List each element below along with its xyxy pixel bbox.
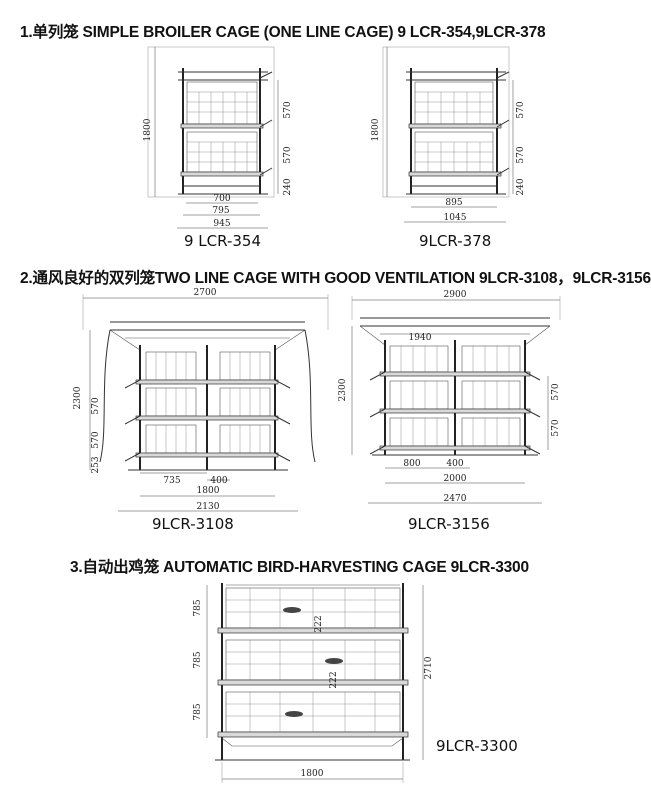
drawing-9lcr-3156: 2900 1940 2300 5 bbox=[338, 290, 561, 504]
dim-tier1-570: 570 bbox=[551, 383, 561, 400]
dim-height-1800: 1800 bbox=[371, 118, 381, 141]
dim-height-2710: 2710 bbox=[424, 656, 434, 679]
section-2-heading: 2.通风良好的双列笼TWO LINE CAGE WITH GOOD VENTIL… bbox=[20, 270, 651, 287]
dim-tier2-570: 570 bbox=[551, 419, 561, 436]
caption-9lcr-3300: 9LCR-3300 bbox=[436, 737, 518, 755]
section-3-heading: 3.自动出鸡笼 AUTOMATIC BIRD-HARVESTING CAGE 9… bbox=[70, 559, 529, 576]
drawing-9lcr-378: 1800 570 570 240 895 1045 bbox=[371, 46, 526, 223]
dim-735: 735 bbox=[163, 476, 180, 486]
drawing-9lcr-354: 1800 570 570 240 700 795 945 bbox=[143, 46, 293, 229]
dim-tier2-570: 570 bbox=[516, 146, 526, 163]
caption-9lcr-3108: 9LCR-3108 bbox=[152, 515, 234, 533]
dim-400: 400 bbox=[210, 476, 227, 486]
dim-2130: 2130 bbox=[197, 502, 220, 512]
dim-tier1-785: 785 bbox=[193, 599, 203, 616]
caption-9lcr-354: 9 LCR-354 bbox=[184, 232, 261, 250]
dim-tier2-785: 785 bbox=[193, 651, 203, 668]
dim-base-240: 240 bbox=[283, 178, 293, 195]
dim-base-240: 240 bbox=[516, 178, 526, 195]
dim-tier1-570: 570 bbox=[91, 397, 101, 414]
dim-inner-222-a: 222 bbox=[314, 615, 324, 632]
dim-2470: 2470 bbox=[444, 494, 467, 504]
dim-width-1045: 1045 bbox=[444, 213, 467, 223]
dim-width-945: 945 bbox=[213, 219, 230, 229]
dim-800: 800 bbox=[403, 459, 420, 469]
drawing-9lcr-3108: 2700 bbox=[73, 288, 329, 512]
dim-width-1800: 1800 bbox=[301, 769, 324, 779]
dim-base-253: 253 bbox=[91, 456, 101, 473]
dim-width-895: 895 bbox=[445, 198, 462, 208]
dim-top-2900: 2900 bbox=[444, 290, 467, 300]
dim-tier1-570: 570 bbox=[283, 101, 293, 118]
dim-tier2-570: 570 bbox=[91, 431, 101, 448]
dim-tier2-570: 570 bbox=[283, 146, 293, 163]
dim-2000: 2000 bbox=[444, 474, 467, 484]
dim-tier1-570: 570 bbox=[516, 101, 526, 118]
dim-tier3-785: 785 bbox=[193, 703, 203, 720]
dim-inner-222-b: 222 bbox=[329, 671, 339, 688]
dim-width-795: 795 bbox=[212, 206, 229, 216]
dim-inner-1940: 1940 bbox=[409, 333, 432, 343]
drawing-9lcr-3300: 785 785 785 222 222 2710 1800 bbox=[193, 583, 434, 783]
dim-height-1800: 1800 bbox=[143, 118, 153, 141]
caption-9lcr-3156: 9LCR-3156 bbox=[408, 515, 490, 533]
section-1-heading: 1.单列笼 SIMPLE BROILER CAGE (ONE LINE CAGE… bbox=[20, 24, 546, 41]
dim-height-2300: 2300 bbox=[338, 378, 348, 401]
caption-9lcr-378: 9LCR-378 bbox=[419, 232, 492, 250]
dim-width-700: 700 bbox=[213, 194, 230, 204]
dim-top-2700: 2700 bbox=[194, 288, 217, 298]
dim-height-2300: 2300 bbox=[73, 386, 83, 409]
dim-1800: 1800 bbox=[197, 486, 220, 496]
dim-400: 400 bbox=[446, 459, 463, 469]
